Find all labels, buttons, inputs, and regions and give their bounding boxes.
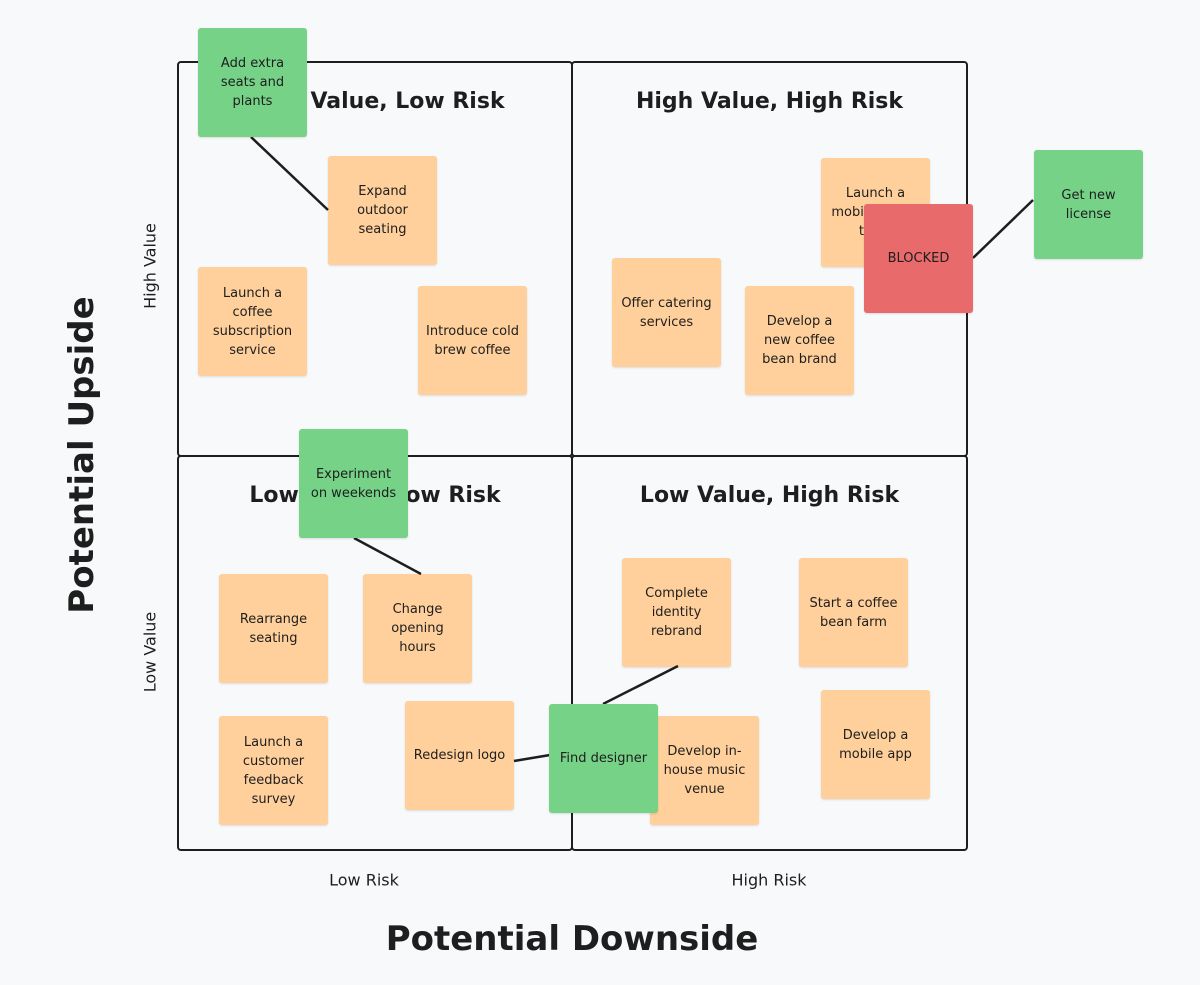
quadrant-title: High Value, High Risk xyxy=(635,89,904,114)
connector-blocked-to-license xyxy=(972,199,1034,259)
quadrant-low-value-high-risk: Low Value, High Risk xyxy=(571,455,968,851)
note-blocked[interactable]: BLOCKED xyxy=(864,204,973,313)
note-start-bean-farm[interactable]: Start a coffee bean farm xyxy=(799,558,908,667)
x-axis-label-high: High Risk xyxy=(731,870,807,890)
note-expand-outdoor-seating[interactable]: Expand outdoor seating xyxy=(328,156,437,265)
note-launch-coffee-subscription[interactable]: Launch a coffee subscription service xyxy=(198,267,307,376)
note-offer-catering[interactable]: Offer catering services xyxy=(612,258,721,367)
note-experiment-weekends[interactable]: Experiment on weekends xyxy=(299,429,408,538)
note-develop-bean-brand[interactable]: Develop a new coffee bean brand xyxy=(745,286,854,395)
note-complete-identity-rebrand[interactable]: Complete identity rebrand xyxy=(622,558,731,667)
note-get-new-license[interactable]: Get new license xyxy=(1034,150,1143,259)
y-axis-title: Potential Upside xyxy=(62,296,102,614)
note-change-opening-hours[interactable]: Change opening hours xyxy=(363,574,472,683)
note-rearrange-seating[interactable]: Rearrange seating xyxy=(219,574,328,683)
x-axis-title: Potential Downside xyxy=(385,919,759,959)
note-develop-mobile-app[interactable]: Develop a mobile app xyxy=(821,690,930,799)
note-launch-feedback-survey[interactable]: Launch a customer feedback survey xyxy=(219,716,328,825)
note-add-extra-seats[interactable]: Add extra seats and plants xyxy=(198,28,307,137)
note-find-designer[interactable]: Find designer xyxy=(549,704,658,813)
note-introduce-cold-brew[interactable]: Introduce cold brew coffee xyxy=(418,286,527,395)
x-axis-label-low: Low Risk xyxy=(329,870,399,890)
note-develop-music-venue[interactable]: Develop in-house music venue xyxy=(650,716,759,825)
y-axis-label-high: High Value xyxy=(140,223,160,309)
y-axis-label-low: Low Value xyxy=(140,611,160,693)
quadrant-title: Low Value, High Risk xyxy=(639,483,900,508)
note-redesign-logo[interactable]: Redesign logo xyxy=(405,701,514,810)
